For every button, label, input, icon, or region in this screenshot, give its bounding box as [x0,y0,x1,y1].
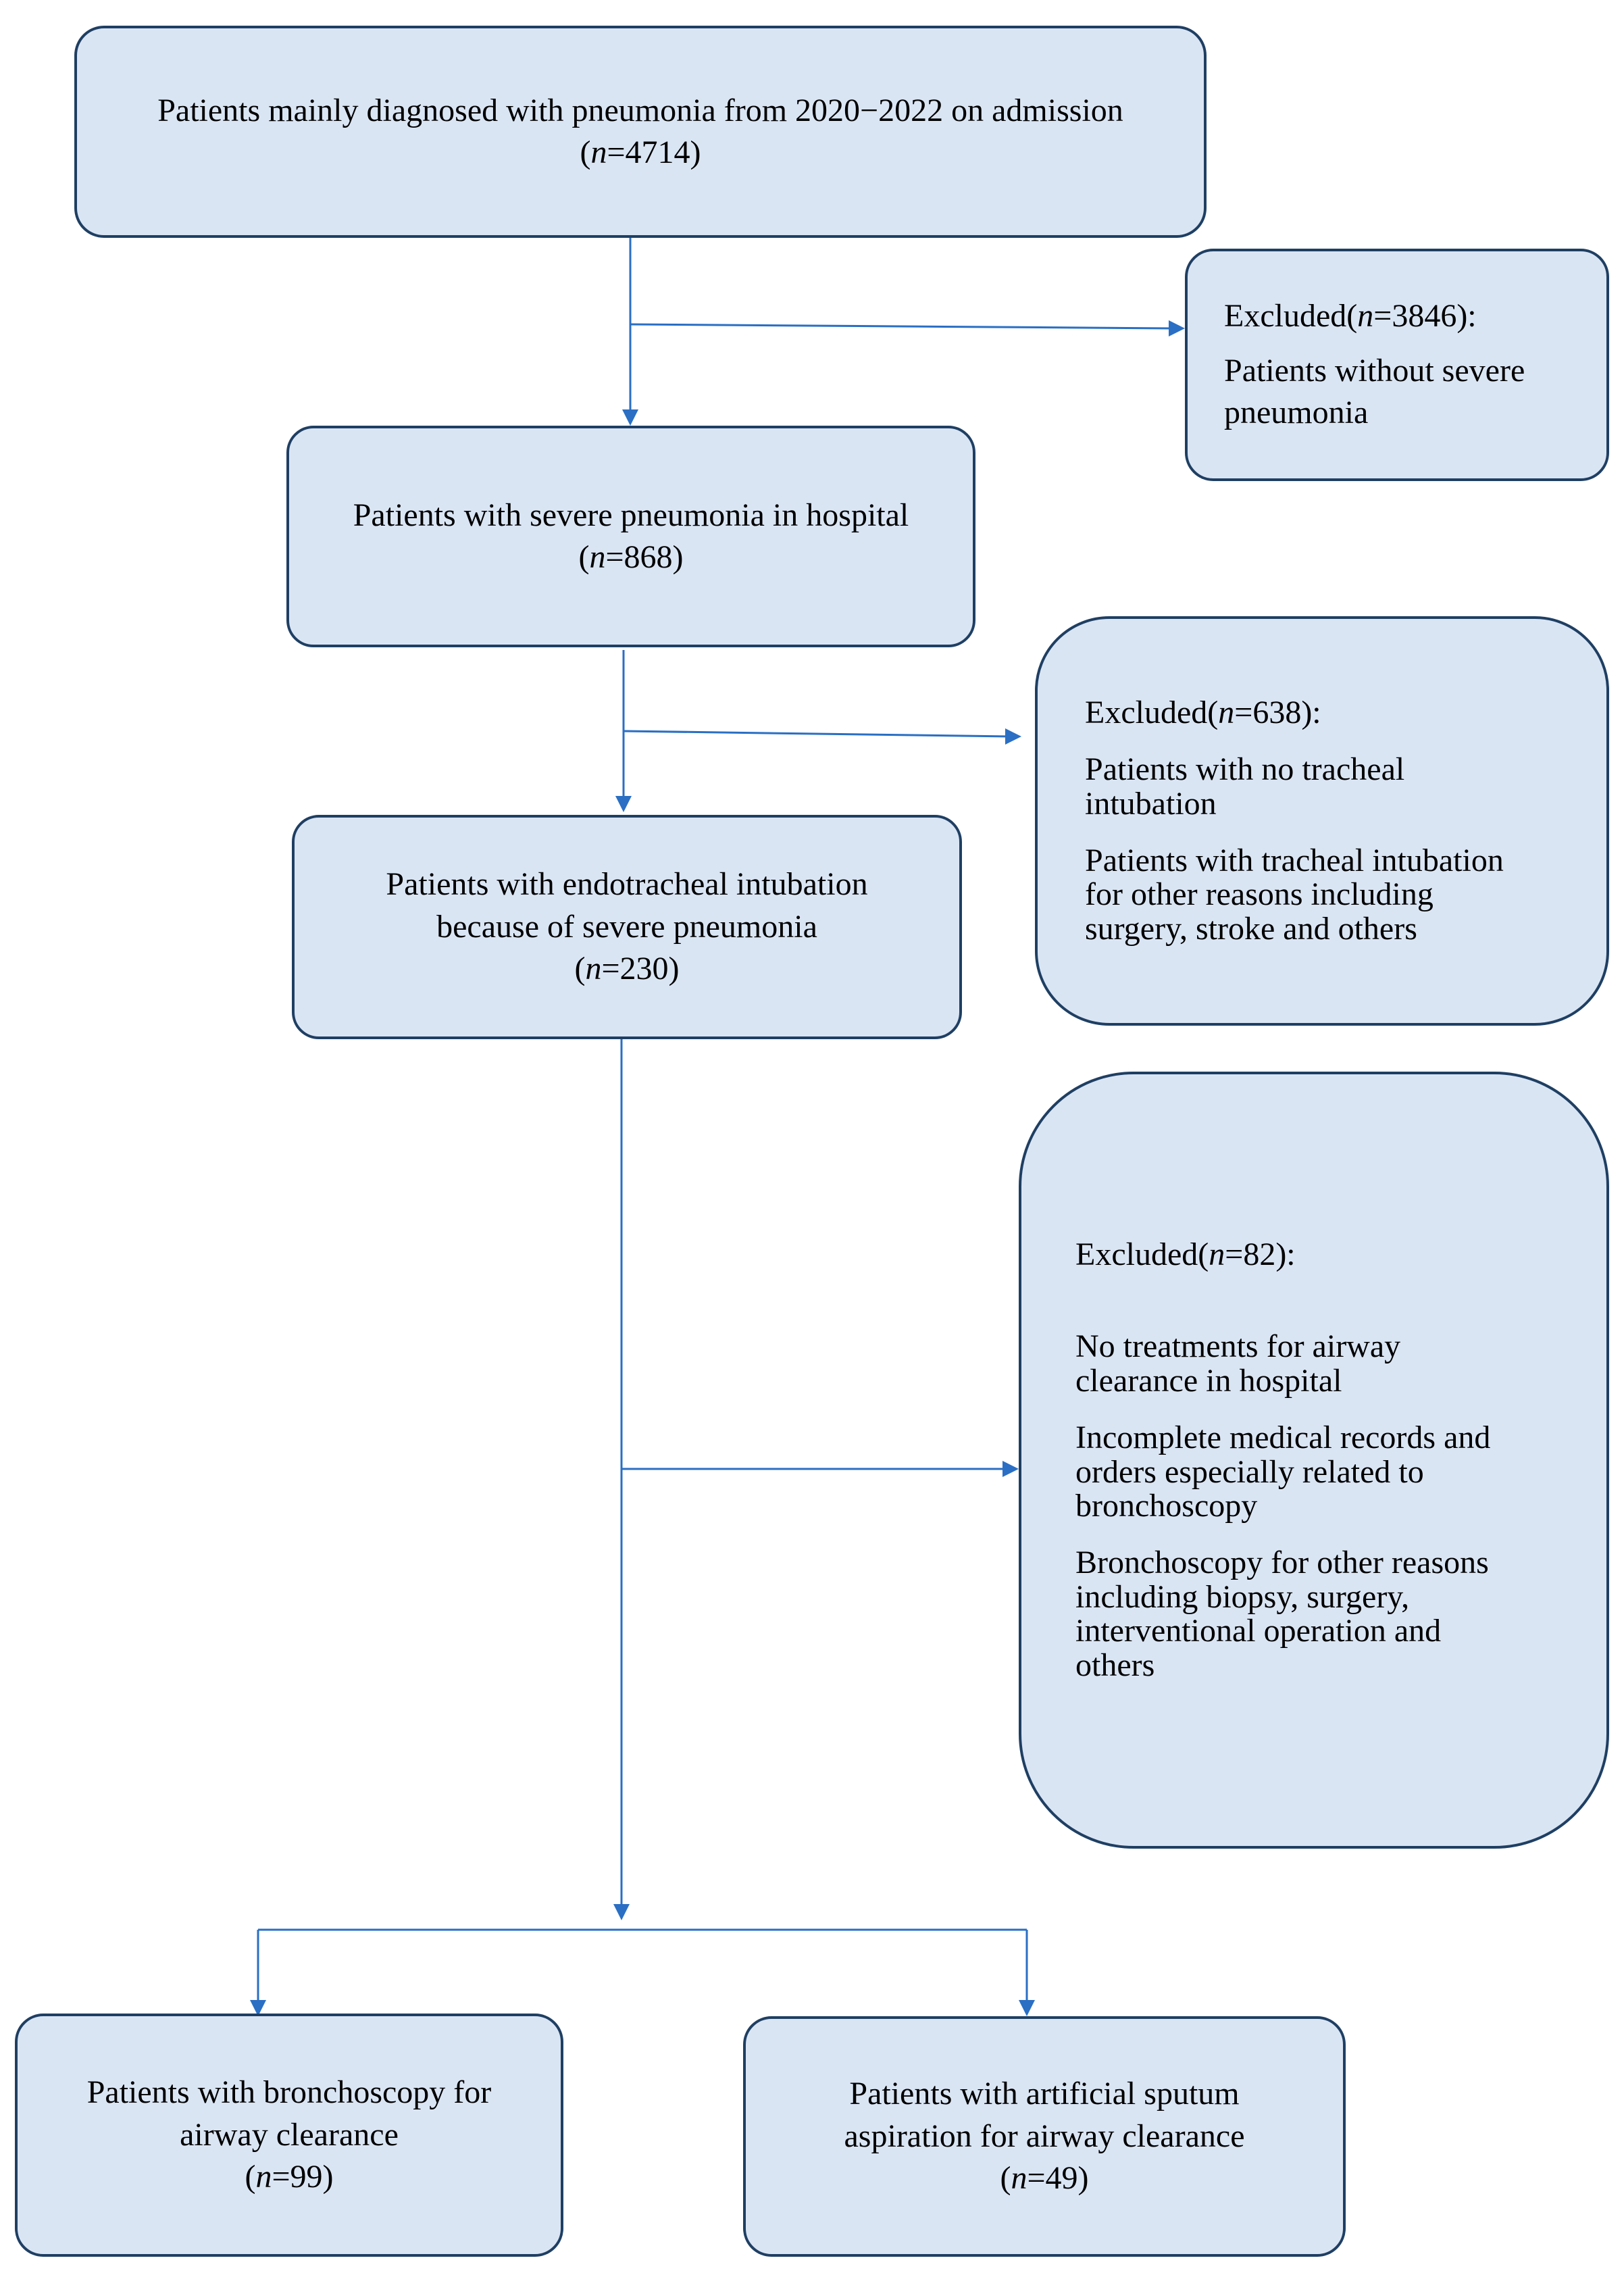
box-excluded-3: Excluded(n=82): No treatments for airway… [1019,1072,1609,1849]
sputum-description-line2: aspiration for airway clearance [844,2118,1245,2154]
excl1-reason1-line1: Patients without severe [1224,352,1525,389]
severe-description: Patients with severe pneumonia in hospit… [353,497,909,533]
bronchoscopy-description-line2: airway clearance [180,2116,399,2153]
excl3-heading: Excluded(n=82): [1075,1236,1296,1273]
arrow-head-bronchoscopy [250,2000,266,2016]
arrow-head-excl1 [1169,320,1185,336]
box-bronchoscopy: Patients with bronchoscopy for airway cl… [15,2014,563,2257]
excl2-reason2-line1: Patients with tracheal intubation [1085,843,1504,878]
bronchoscopy-count: (n=99) [245,2159,334,2195]
arrow-head-severe [622,409,638,426]
excl3-reason2-line3: bronchoscopy [1075,1488,1258,1524]
admission-count: (n=4714) [580,134,701,170]
box-intubation: Patients with endotracheal intubation be… [292,815,962,1039]
excl1-reason1-line2: pneumonia [1224,395,1369,431]
excl2-reason1-line1: Patients with no tracheal [1085,751,1405,788]
arrow-head-excl2 [1005,728,1021,745]
arrow-head-sputum [1019,2000,1035,2016]
box-sputum-aspiration: Patients with artificial sputum aspirati… [743,2016,1346,2257]
sputum-count: (n=49) [1000,2160,1089,2197]
excl3-reason3-line1: Bronchoscopy for other reasons [1075,1545,1489,1581]
excl3-reason3-line2: including biopsy, surgery, [1075,1578,1410,1615]
excl3-reason2-line2: orders especially related to [1075,1453,1424,1490]
excl3-reason3-line3: interventional operation and [1075,1613,1442,1649]
arrow-to-excl2 [623,730,1011,738]
excl2-reason2-line2: for other reasons including [1085,876,1433,913]
excl2-heading: Excluded(n=638): [1085,694,1321,730]
arrow-head-split [613,1904,630,1920]
arrow-head-intubation [615,796,632,812]
intubation-description-line1: Patients with endotracheal intubation [386,866,868,903]
arrow-to-excl1 [630,323,1173,330]
box-severe-pneumonia: Patients with severe pneumonia in hospit… [286,426,975,647]
excl2-reason2-line3: surgery, stroke and others [1085,910,1417,947]
severe-count: (n=868) [578,539,684,575]
excl3-reason1-line1: No treatments for airway [1075,1328,1401,1365]
excl3-reason1-line2: clearance in hospital [1075,1362,1342,1399]
arrow-head-excl3 [1003,1461,1019,1477]
excl3-reason2-line1: Incomplete medical records and [1075,1420,1491,1456]
sputum-description-line1: Patients with artificial sputum [849,2076,1240,2112]
excl2-reason1-line2: intubation [1085,785,1217,822]
box-excluded-1: Excluded(n=3846): Patients without sever… [1185,249,1609,481]
box-admission: Patients mainly diagnosed with pneumonia… [74,26,1207,238]
box-excluded-2: Excluded(n=638): Patients with no trache… [1035,616,1609,1026]
admission-description: Patients mainly diagnosed with pneumonia… [157,92,1123,128]
excl1-heading: Excluded(n=3846): [1224,298,1477,334]
intubation-count: (n=230) [574,951,680,987]
excl3-reason3-line4: others [1075,1647,1155,1683]
bronchoscopy-description-line1: Patients with bronchoscopy for [86,2074,492,2111]
intubation-description-line2: because of severe pneumonia [436,908,817,945]
